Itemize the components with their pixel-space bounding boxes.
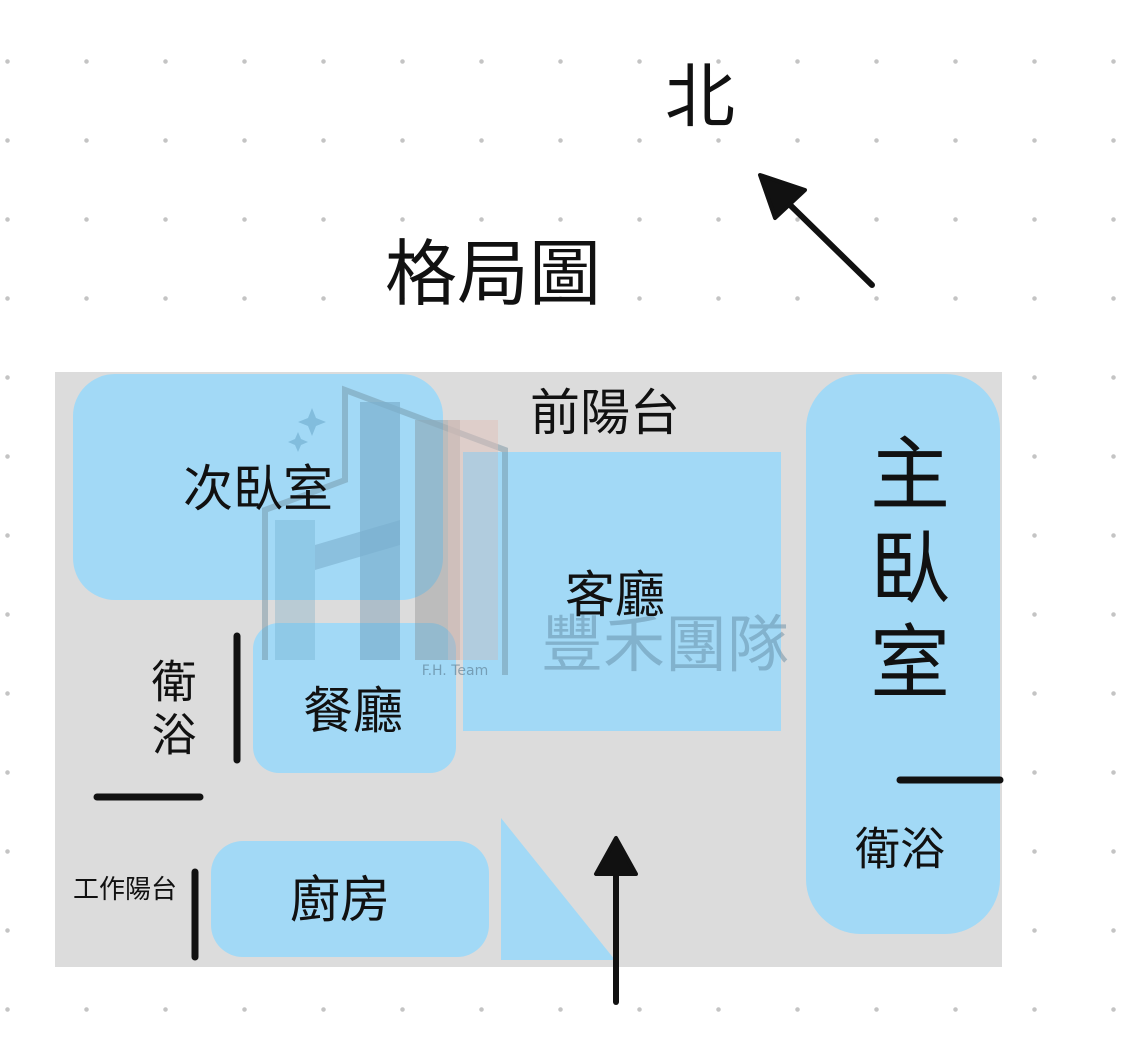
north-arrow-shaft — [782, 197, 875, 288]
room-master-bedroom — [806, 374, 1000, 934]
room-second-bedroom — [73, 374, 443, 600]
room-kitchen — [211, 841, 489, 957]
watermark-logo — [262, 385, 508, 675]
label-master-bedroom: 主臥室 — [857, 432, 950, 714]
entrance-arrow-head — [594, 836, 638, 876]
north-label: 北 — [665, 56, 735, 138]
label-bathroom-left: 衛浴 — [143, 658, 197, 764]
label-bathroom-right: 衛浴 — [854, 822, 946, 876]
north-arrow-head — [758, 173, 807, 220]
label-kitchen: 廚房 — [290, 871, 390, 929]
entry-triangle — [501, 818, 615, 960]
label-second-bedroom: 次臥室 — [183, 460, 333, 518]
label-front-balcony: 前陽台 — [530, 384, 680, 442]
label-living-room: 客廳 — [565, 566, 665, 624]
room-dining — [253, 623, 456, 773]
page-title: 格局圖 — [384, 232, 602, 316]
room-living-room — [463, 452, 781, 731]
watermark-brand: 豐禾團隊 — [540, 608, 790, 681]
label-dining: 餐廳 — [303, 682, 403, 740]
label-work-balcony: 工作陽台 — [72, 875, 178, 905]
watermark-sub: F.H. Team — [421, 663, 489, 679]
